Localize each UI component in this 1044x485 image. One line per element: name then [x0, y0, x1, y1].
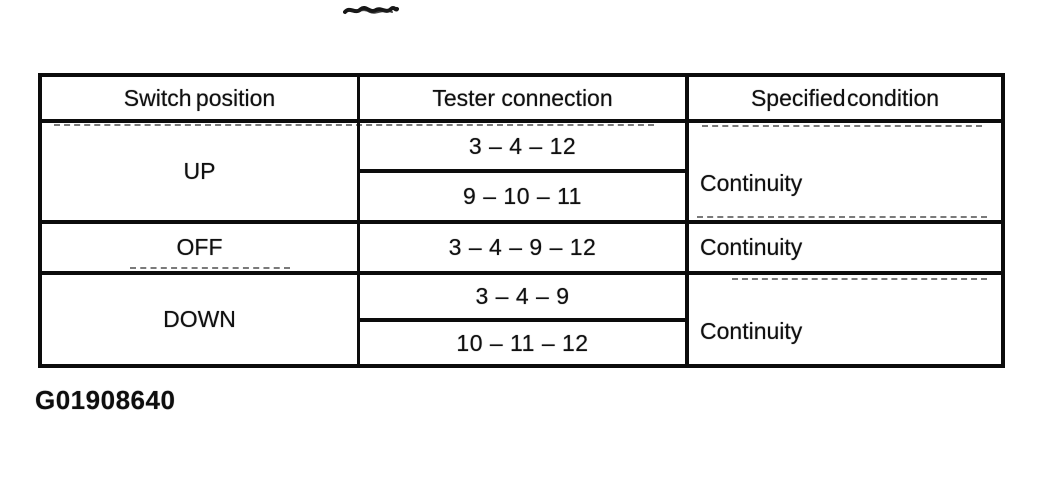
cell-position-off: OFF — [176, 234, 223, 260]
cell-down-connection-2: 10 – 11 – 12 — [456, 329, 589, 356]
scan-noise — [732, 278, 987, 280]
up-subrow-divider — [357, 169, 689, 173]
cell-up-condition: Continuity — [700, 170, 803, 196]
cell-up-connection-2: 9 – 10 – 11 — [463, 183, 582, 209]
scan-noise — [697, 216, 987, 218]
down-subrow-divider — [357, 318, 689, 322]
header-specified-condition: Specified condition — [750, 84, 940, 111]
row-divider-up-off — [42, 220, 1001, 224]
scan-noise — [702, 125, 982, 127]
header-row-divider — [42, 119, 1001, 123]
scan-smudge-artifact — [343, 6, 399, 14]
cell-down-condition: Continuity — [700, 318, 803, 344]
cell-down-connection-1: 3 – 4 – 9 — [475, 283, 570, 309]
scan-noise — [54, 124, 654, 126]
figure-code-caption: G01908640 — [35, 385, 176, 415]
cell-position-up: UP — [183, 158, 216, 184]
cell-position-down: DOWN — [163, 306, 236, 332]
header-tester-connection: Tester connection — [432, 84, 613, 111]
row-divider-off-down — [42, 271, 1001, 275]
cell-off-condition: Continuity — [700, 234, 803, 260]
header-switch-position: Switch position — [123, 84, 276, 111]
cell-off-connection: 3 – 4 – 9 – 12 — [448, 234, 597, 260]
scan-noise — [130, 267, 290, 269]
continuity-table: Switch position Tester connection Specif… — [38, 73, 1005, 368]
cell-up-connection-1: 3 – 4 – 12 — [468, 132, 577, 159]
